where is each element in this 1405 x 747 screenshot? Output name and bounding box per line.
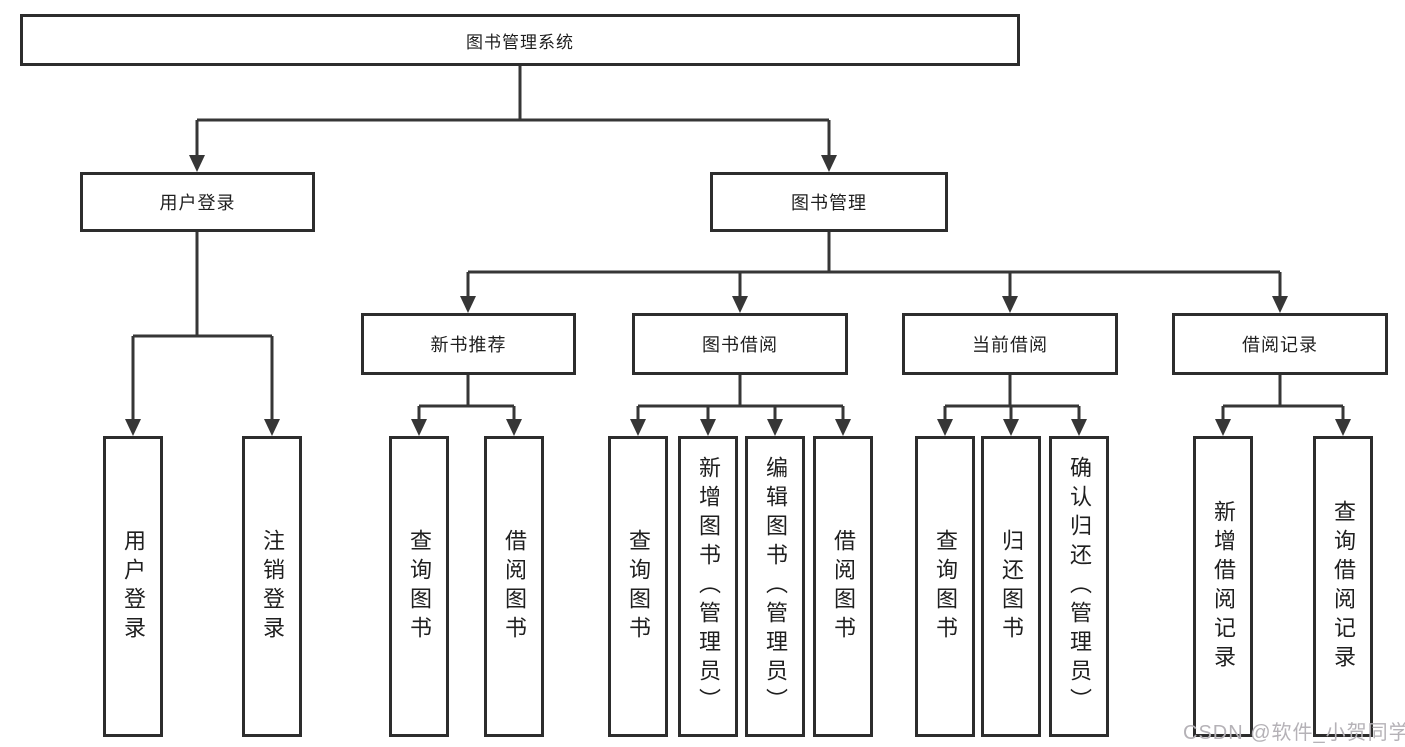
node-label: 归还图书 [999, 528, 1024, 645]
node-label: 图书管理 [791, 193, 867, 213]
node-label: 用户登录 [121, 528, 146, 645]
connector-new-book-recommend-branch [411, 375, 522, 436]
leaf-logout: 注销登录 [242, 436, 302, 737]
node-user-login: 用户登录 [80, 172, 315, 232]
leaf-user-login: 用户登录 [103, 436, 163, 737]
leaf-edit-books-admin: 编辑图书（管理员） [745, 436, 805, 737]
arrowhead [1335, 419, 1351, 436]
connector-book-borrow-branch [630, 375, 851, 436]
arrowhead [1272, 296, 1288, 313]
node-label: 编辑图书（管理员） [763, 456, 788, 717]
arrowhead [1215, 419, 1231, 436]
connector-current-borrow-branch [937, 375, 1087, 436]
arrowhead [1071, 419, 1087, 436]
node-label: 查询图书 [407, 528, 432, 645]
arrowhead [630, 419, 646, 436]
node-label: 用户登录 [159, 193, 236, 213]
leaf-confirm-return-admin: 确认归还（管理员） [1049, 436, 1109, 737]
node-label: 当前借阅 [972, 335, 1048, 355]
node-root-system: 图书管理系统 [20, 14, 1020, 66]
leaf-query-borrow-record: 查询借阅记录 [1313, 436, 1373, 737]
connector-book-management-branch [460, 232, 1288, 313]
leaf-query-books-current: 查询图书 [915, 436, 975, 737]
node-label: 借阅记录 [1242, 335, 1318, 355]
arrowhead [835, 419, 851, 436]
leaf-query-books-borrow: 查询图书 [608, 436, 668, 737]
node-label: 图书管理系统 [466, 32, 574, 52]
node-borrow-records: 借阅记录 [1172, 313, 1388, 375]
node-label: 新增图书（管理员） [696, 456, 721, 717]
node-label: 查询借阅记录 [1331, 499, 1356, 674]
node-label: 借阅图书 [831, 528, 856, 645]
node-label: 借阅图书 [502, 528, 527, 645]
node-new-book-recommend: 新书推荐 [361, 313, 576, 375]
arrowhead [189, 155, 205, 172]
leaf-add-borrow-record: 新增借阅记录 [1193, 436, 1253, 737]
arrowhead [1003, 419, 1019, 436]
arrowhead [767, 419, 783, 436]
arrowhead [411, 419, 427, 436]
leaf-borrow-books-recommend: 借阅图书 [484, 436, 544, 737]
arrowhead [700, 419, 716, 436]
node-book-borrow: 图书借阅 [632, 313, 848, 375]
leaf-borrow-books: 借阅图书 [813, 436, 873, 737]
arrowhead [125, 419, 141, 436]
node-label: 新增借阅记录 [1211, 499, 1236, 674]
node-label: 查询图书 [626, 528, 651, 645]
node-book-management: 图书管理 [710, 172, 948, 232]
arrowhead [1002, 296, 1018, 313]
leaf-return-books: 归还图书 [981, 436, 1041, 737]
connector-user-login-branch [125, 232, 280, 436]
leaf-query-books-recommend: 查询图书 [389, 436, 449, 737]
node-label: 确认归还（管理员） [1067, 456, 1092, 717]
node-label: 新书推荐 [430, 335, 507, 355]
connector-borrow-records-branch [1215, 375, 1351, 436]
arrowhead [732, 296, 748, 313]
csdn-watermark: CSDN @软件_小贺同学 [1183, 722, 1405, 744]
arrowhead [460, 296, 476, 313]
node-label: 查询图书 [933, 528, 958, 645]
arrowhead [937, 419, 953, 436]
node-label: 注销登录 [260, 528, 285, 645]
node-current-borrow: 当前借阅 [902, 313, 1118, 375]
arrowhead [506, 419, 522, 436]
arrowhead [264, 419, 280, 436]
node-label: 图书借阅 [702, 335, 778, 355]
leaf-add-books-admin: 新增图书（管理员） [678, 436, 738, 737]
connector-root-to-level2 [189, 66, 837, 172]
arrowhead [821, 155, 837, 172]
